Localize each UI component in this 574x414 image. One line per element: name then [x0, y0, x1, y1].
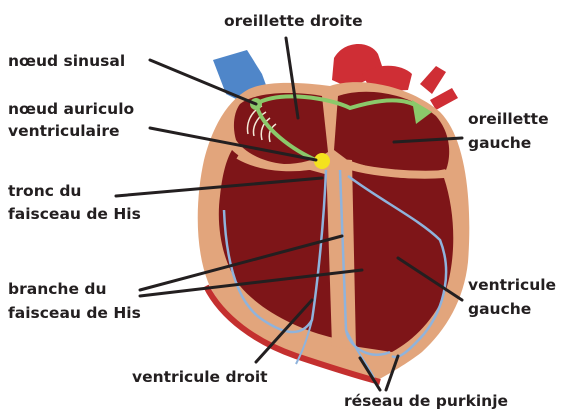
label-his-branch-line2: faisceau de His — [8, 304, 141, 322]
label-right-atrium: oreillette droite — [224, 12, 363, 30]
label-left-atrium-line2: gauche — [468, 134, 531, 152]
label-right-ventricle: ventricule droit — [132, 368, 268, 386]
pulmonary-vein-1 — [420, 66, 446, 94]
label-his-trunk-line2: faisceau de His — [8, 205, 141, 223]
label-left-ventricle-line1: ventricule — [468, 276, 556, 294]
label-av-node-line2: ventriculaire — [8, 122, 119, 140]
label-left-ventricle-line2: gauche — [468, 300, 531, 318]
label-purkinje: réseau de purkinje — [344, 392, 508, 410]
label-av-node-line1: nœud auriculo — [8, 100, 134, 118]
label-his-branch-line1: branche du — [8, 280, 107, 298]
left-atrium-chamber — [334, 92, 449, 171]
pulmonary-vein-2 — [430, 88, 458, 110]
label-left-atrium-line1: oreillette — [468, 110, 549, 128]
label-his-trunk-line1: tronc du — [8, 182, 81, 200]
label-sinus-node: nœud sinusal — [8, 52, 125, 70]
